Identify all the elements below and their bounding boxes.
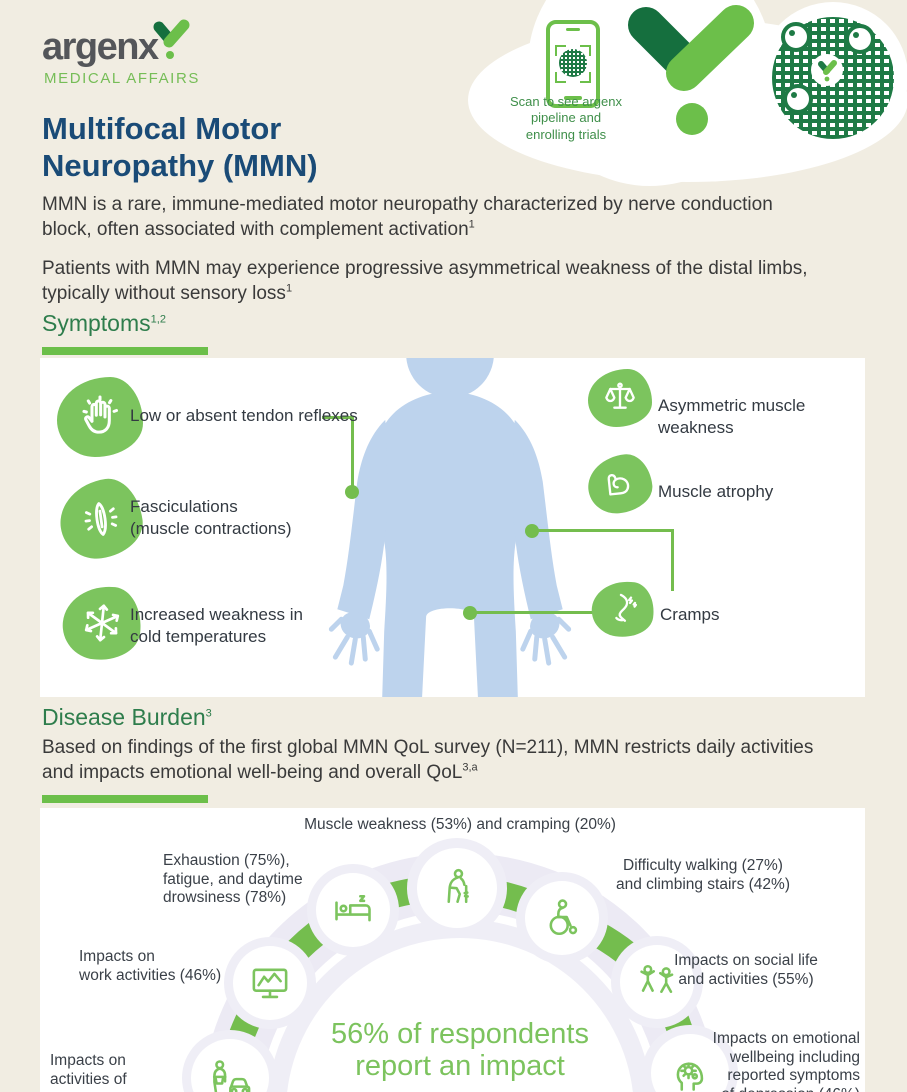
scan-caption: Scan to see argenx pipeline and enrollin… (509, 94, 623, 142)
reference-superscript: 1 (285, 282, 293, 295)
connector-line (351, 416, 354, 488)
brand-wordmark: argenx (42, 26, 159, 68)
scan-bracket-icon (580, 45, 591, 56)
center-callout-line1: 56% of respondents (331, 1018, 589, 1050)
scan-bracket-icon (580, 72, 591, 83)
connector-line (322, 416, 354, 419)
green-underline-bar (42, 795, 208, 803)
argenx-check-logo (628, 5, 754, 135)
stat-label-exhaustion: Exhaustion (75%), fatigue, and daytime d… (163, 852, 303, 906)
phone-speaker-bar (566, 28, 580, 31)
connector-dot (345, 485, 359, 499)
page-title: Multifocal Motor Neuropathy (MMN) (42, 111, 318, 184)
center-callout: 56% of respondents report an impact (290, 1018, 630, 1082)
leg-cramp-icon (588, 576, 658, 642)
stat-label-daily-activities: Impacts on activities of (50, 1052, 127, 1088)
symptom-label: Increased weakness in cold temperatures (130, 605, 303, 647)
disease-burden-panel: Muscle weakness (53%) and cramping (20%)… (40, 808, 865, 1092)
muscle-fiber-icon (54, 474, 148, 564)
symptoms-panel: Low or absent tendon reflexes Fasciculat… (40, 358, 865, 697)
scan-bracket-icon (555, 45, 566, 56)
body-silhouette (328, 358, 572, 697)
qr-finder-icon (783, 84, 813, 114)
heading-text: Disease Burden (42, 704, 206, 730)
phone-scan-icon (546, 20, 600, 108)
qr-finder-icon (781, 22, 811, 52)
qr-code (765, 10, 901, 146)
scan-bracket-icon (555, 72, 566, 83)
brand-division-label: MEDICAL AFFAIRS (44, 70, 200, 87)
connector-line (671, 529, 674, 591)
description-text: Based on findings of the first global MM… (42, 737, 814, 784)
stat-label-difficulty-walking: Difficulty walking (27%) and climbing st… (615, 857, 790, 893)
stat-label-work: Impacts on work activities (46%) (79, 948, 222, 984)
stat-label-emotional: Impacts on emotional wellbeing including… (712, 1030, 860, 1092)
person-with-cane-icon (435, 866, 479, 910)
intro-paragraph-1: MMN is a rare, immune-mediated motor neu… (42, 192, 852, 243)
brand-check-icon (153, 19, 190, 59)
hand-icon (57, 377, 143, 457)
intro-text: MMN is a rare, immune-mediated motor neu… (42, 194, 773, 241)
stat-label-social: Impacts on social life and activities (5… (674, 952, 818, 988)
person-and-car-icon (208, 1056, 252, 1092)
phone-home-bar (564, 96, 582, 100)
green-underline-bar (42, 347, 208, 355)
reference-superscript: 1,2 (150, 313, 166, 326)
work-monitor-icon (248, 961, 292, 1005)
symptom-label: Muscle atrophy (658, 482, 774, 501)
connector-line (470, 611, 594, 614)
connector-line (532, 529, 674, 532)
reference-superscript: 3,a (462, 761, 478, 774)
disease-burden-description: Based on findings of the first global MM… (42, 735, 862, 786)
intro-paragraph-2: Patients with MMN may experience progres… (42, 256, 862, 307)
center-callout-line2: report an impact (355, 1050, 565, 1082)
bed-icon (331, 888, 375, 932)
symptom-label: Low or absent tendon reflexes (130, 406, 358, 425)
reference-superscript: 3 (205, 707, 212, 720)
balance-scale-icon (588, 369, 652, 427)
stat-label-muscle-weakness: Muscle weakness (53%) and cramping (20%) (304, 816, 616, 833)
disease-burden-heading: Disease Burden3 (42, 704, 212, 731)
phone-qr-code (559, 49, 587, 77)
symptom-label: Cramps (660, 605, 720, 624)
intro-text: Patients with MMN may experience progres… (42, 258, 808, 305)
wheelchair-icon (540, 896, 584, 940)
snowflake-icon (59, 582, 145, 664)
heading-text: Symptoms (42, 310, 151, 336)
symptom-label: Asymmetric muscle weakness (658, 396, 806, 438)
qr-finder-icon (845, 24, 875, 54)
head-gears-icon (668, 1051, 712, 1092)
symptom-label: Fasciculations (muscle contractions) (130, 497, 292, 539)
reference-superscript: 1 (468, 218, 475, 231)
social-people-icon (635, 960, 679, 1004)
qr-center-logo (811, 54, 843, 86)
symptoms-heading: Symptoms1,2 (42, 310, 166, 337)
flexed-arm-icon (585, 451, 655, 517)
